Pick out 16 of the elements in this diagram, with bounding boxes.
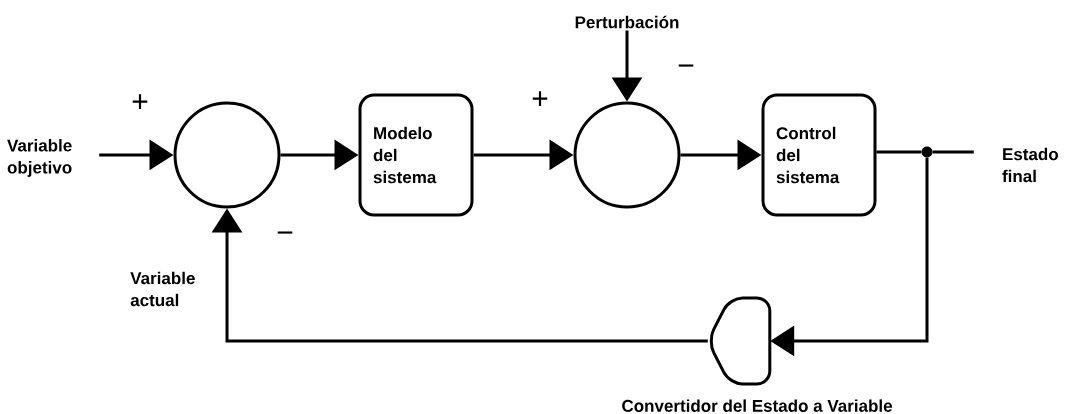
connector-line bbox=[876, 150, 922, 154]
summing-junction bbox=[173, 101, 281, 209]
signal-label: Variable actual bbox=[130, 271, 195, 307]
sign-symbol: − bbox=[678, 64, 694, 67]
summing-junction bbox=[573, 101, 681, 209]
process-box: Control del sistema bbox=[761, 93, 877, 217]
sign-symbol: + bbox=[532, 91, 548, 106]
converter-label: Convertidor del Estado a Variable bbox=[622, 399, 892, 412]
signal-label: Perturbación bbox=[575, 15, 679, 29]
sign-symbol: − bbox=[277, 231, 293, 234]
signal-label: Estado final bbox=[1002, 147, 1058, 183]
process-box: Modelo del sistema bbox=[358, 93, 474, 217]
connector-line bbox=[932, 150, 974, 154]
signal-label: Variable objetivo bbox=[7, 139, 72, 177]
branch-point bbox=[921, 146, 933, 158]
sign-symbol: + bbox=[132, 94, 148, 109]
